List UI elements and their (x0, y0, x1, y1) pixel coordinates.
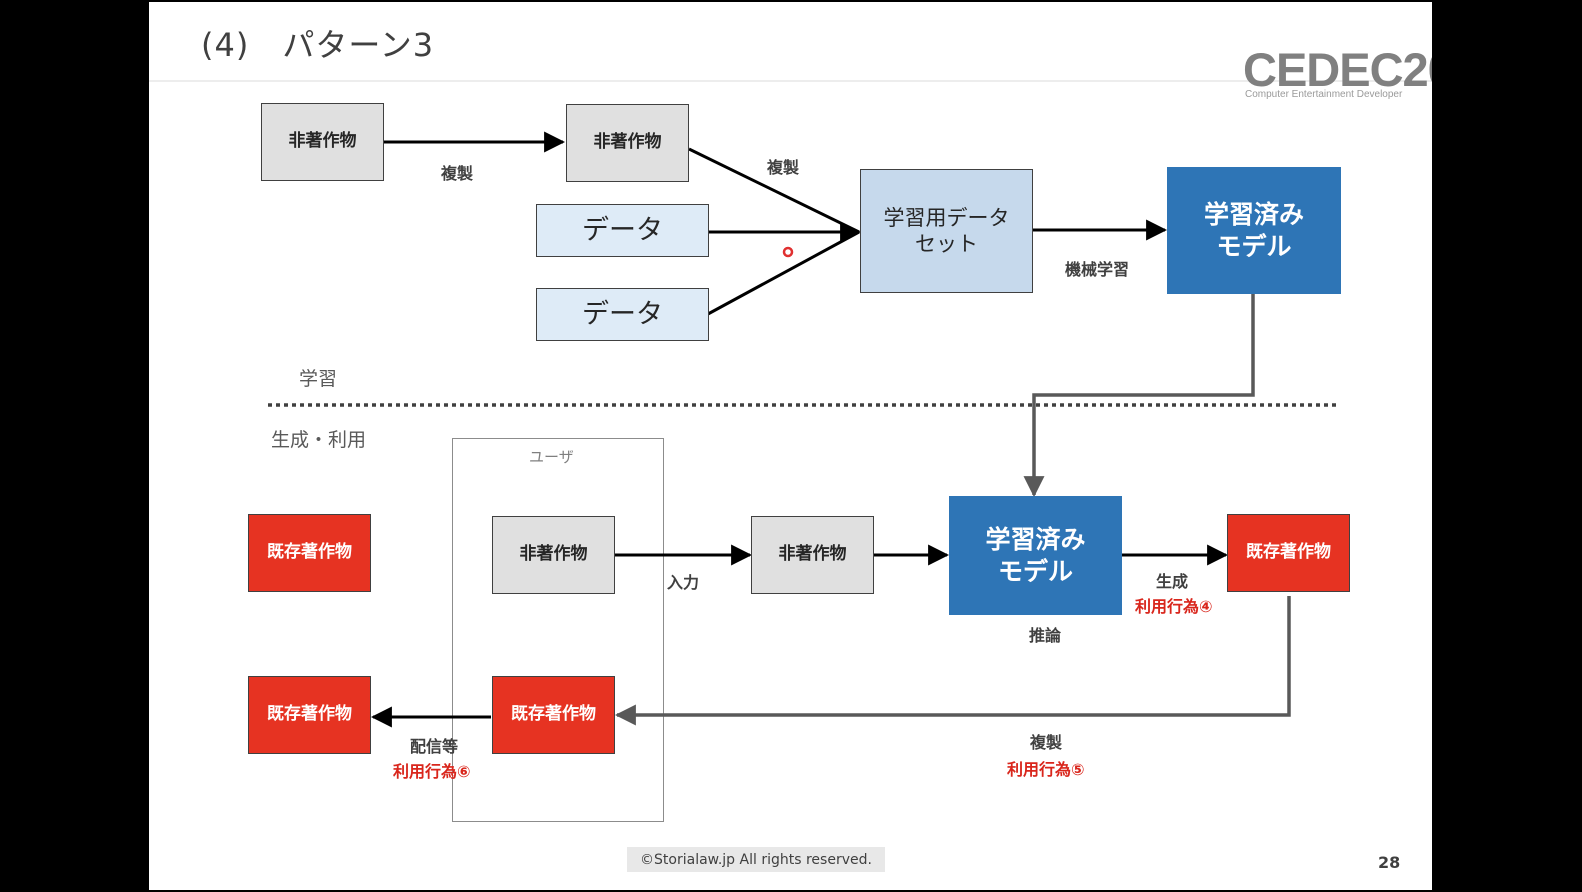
copyright-footer: ©Storialaw.jp All rights reserved. (627, 847, 885, 872)
trained-model-line-2: モデル (1216, 231, 1292, 261)
cedec-logo: CEDEC2023 (1243, 43, 1432, 96)
dataset-line-2: セット (915, 232, 978, 256)
input-label: 入力 (667, 573, 700, 592)
trained-model-line-1: 学習済み (1203, 200, 1304, 230)
copy-label-2: 複製 (767, 158, 800, 177)
cedec-logo-subtitle: Computer Entertainment Developer (1245, 89, 1403, 100)
user-copy-work-box: 既存著作物 (492, 676, 615, 754)
arrow-data-2 (707, 230, 860, 316)
page-number: 28 (1378, 853, 1401, 872)
user-label: ユーザ (529, 448, 574, 466)
inference-label: 推論 (1029, 626, 1062, 645)
arrow-copy-2 (688, 147, 860, 234)
user-frame (452, 438, 664, 822)
dataset-line-1: 学習用データ (883, 205, 1010, 230)
copy-label-1: 複製 (441, 164, 474, 183)
copy-label-5: 複製 (1030, 733, 1063, 752)
copied-work-box: 非著作物 (566, 104, 689, 182)
arrow-model-transfer (1023, 293, 1255, 498)
cursor-dot (782, 246, 794, 258)
page-title: (4) パターン3 (201, 26, 435, 64)
model-line-2: モデル (997, 556, 1073, 586)
use-act-5-label: 利用行為⑤ (1007, 760, 1085, 779)
connector-lines (149, 80, 1432, 822)
input-work-box: 非著作物 (751, 516, 874, 594)
source-work-box: 非著作物 (261, 103, 384, 181)
model-line-1: 学習済み (985, 525, 1086, 555)
ml-label: 機械学習 (1065, 260, 1130, 279)
user-input-work-box: 非著作物 (492, 516, 615, 594)
distribute-label: 配信等 (410, 737, 459, 756)
existing-work-left-top: 既存著作物 (248, 514, 371, 592)
output-work-box: 既存著作物 (1227, 514, 1350, 592)
use-act-4-label: 利用行為④ (1135, 597, 1213, 616)
dataset-box: 学習用データ セット (860, 169, 1033, 293)
slide: (4) パターン3 CEDEC2023 Computer Entertainme… (149, 2, 1432, 890)
generate-label: 生成 (1156, 572, 1189, 591)
data-box-1: データ (536, 204, 709, 257)
model-box: 学習済み モデル (949, 496, 1122, 615)
trained-model-box: 学習済み モデル (1167, 167, 1341, 294)
data-box-2: データ (536, 288, 709, 341)
use-act-6-label: 利用行為⑥ (393, 762, 471, 781)
arrow-copy-5 (614, 596, 1291, 726)
section-label-learning: 学習 (299, 368, 338, 390)
section-label-generation: 生成・利用 (271, 429, 367, 451)
existing-work-left-bottom: 既存著作物 (248, 676, 371, 754)
